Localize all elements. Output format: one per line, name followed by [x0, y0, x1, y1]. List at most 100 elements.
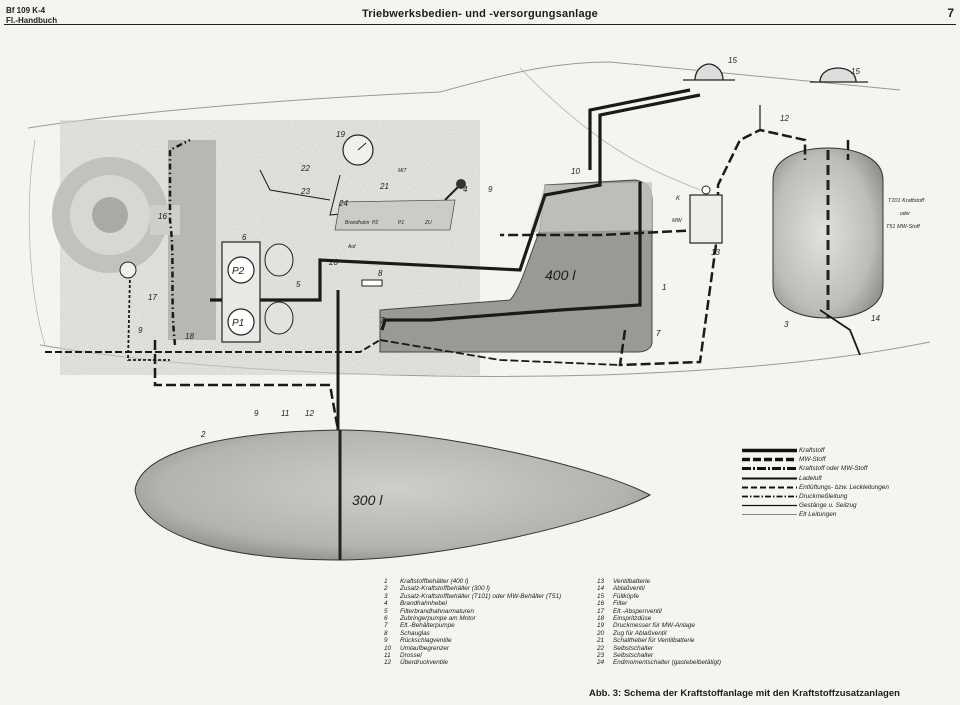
- part-number: 24: [597, 659, 605, 667]
- part-name: Selbstschalter: [613, 644, 654, 652]
- callout-22: 22: [300, 164, 310, 173]
- engine-block: [52, 140, 216, 340]
- part-number: 17: [597, 607, 605, 615]
- callout-13: 13: [711, 248, 720, 257]
- part-number: 5: [384, 607, 388, 615]
- aux-tank-note-mw: T51 MW-Stoff: [886, 224, 920, 230]
- legend-row: Druckmeßleitung: [742, 492, 942, 501]
- part-number: 21: [597, 637, 605, 645]
- part-name: Füllköpfe: [613, 592, 639, 600]
- callout-2: 2: [200, 430, 206, 439]
- callout-4: 4: [463, 185, 468, 194]
- part-number: 14: [597, 585, 605, 593]
- legend-row: Elt Leitungen: [742, 510, 942, 519]
- part-name: Filter: [613, 600, 628, 608]
- part-name: Überdruckventile: [400, 659, 448, 667]
- fuel-lines: [45, 88, 861, 431]
- legend-swatch-thin: [742, 505, 797, 507]
- callout-16: 16: [158, 212, 167, 221]
- callout-9a: 9: [488, 185, 493, 194]
- part-number: 8: [384, 629, 388, 637]
- callout-21: 21: [379, 182, 389, 191]
- callout-23: 23: [300, 187, 310, 196]
- part-name: Zusatz-Kraftstoffbehälter (300 l): [400, 585, 490, 593]
- callout-7a: 7: [656, 329, 661, 338]
- part-number: 3: [384, 592, 388, 600]
- drain-pull-label: Auf: [347, 244, 356, 250]
- figure-caption: Abb. 3: Schema der Kraftstoffanlage mit …: [589, 688, 900, 699]
- pressure-gauge: [119, 134, 374, 279]
- part-number: 2: [384, 585, 388, 593]
- sight-glass: [361, 279, 383, 287]
- filler-heads: [683, 63, 868, 83]
- callout-11: 11: [281, 409, 289, 418]
- legend-row: Kraftstoff oder MW-Stoff: [742, 464, 942, 473]
- legend-row: MW-Stoff: [742, 455, 942, 464]
- legend-swatch-dashdot: [742, 467, 797, 471]
- part-number: 12: [384, 659, 392, 667]
- callout-15b: 15: [851, 67, 860, 76]
- part-name: Rückschlagventile: [400, 637, 452, 645]
- part-name: Schalthebel für Ventilbatterie: [613, 637, 695, 645]
- part-number: 18: [597, 615, 605, 623]
- part-number: 10: [384, 644, 392, 652]
- part-number: 16: [597, 600, 605, 608]
- callout-9c: 9: [254, 409, 259, 418]
- callout-17: 17: [148, 293, 157, 302]
- callout-1: 1: [662, 283, 666, 292]
- part-name: Selbstschalter: [613, 652, 654, 660]
- legend-swatch-medium: [742, 477, 797, 480]
- legend-label: MW-Stoff: [799, 456, 826, 464]
- legend-swatch-thickdash: [742, 458, 797, 462]
- drop-tank-capacity: 300 l: [352, 492, 383, 508]
- callout-7b: 7: [380, 316, 385, 325]
- parts-list-item: 12 Überdruckventile: [384, 659, 561, 666]
- part-name: Zusatz-Kraftstoffbehälter (T101) oder MW…: [400, 592, 562, 600]
- legend-swatch-dash: [742, 486, 797, 489]
- part-name: Zug für Ablaßventil: [613, 629, 667, 637]
- callout-6: 6: [242, 233, 247, 242]
- legend-row: Ladeluft: [742, 474, 942, 483]
- part-number: 9: [384, 637, 388, 645]
- page-number: 7: [947, 6, 954, 20]
- drop-tank: 300 l: [134, 429, 652, 561]
- part-name: Einspritzdüse: [613, 615, 652, 623]
- aux-tank-note-fuel: T101 Kraftstoff: [888, 198, 925, 204]
- lever-position-p1: P1: [398, 220, 404, 226]
- pump-p2-label: P2: [232, 266, 245, 277]
- part-number: 7: [384, 622, 388, 630]
- callout-10: 10: [571, 167, 580, 176]
- legend-swatch-dotdash: [742, 495, 797, 498]
- valve-k-label: K: [676, 196, 681, 202]
- header-aircraft-info: Bf 109 K-4 Fl.-Handbuch: [6, 6, 57, 26]
- legend-label: Druckmeßleitung: [799, 493, 848, 501]
- part-number: 11: [384, 652, 391, 660]
- main-tank-capacity: 400 l: [545, 267, 576, 283]
- part-number: 19: [597, 622, 605, 630]
- callout-18: 18: [185, 332, 194, 341]
- callout-20: 20: [328, 258, 338, 267]
- parts-list-item: 3 Zusatz-Kraftstoffbehälter (T101) oder M…: [384, 593, 561, 600]
- handbook-name: Fl.-Handbuch: [6, 16, 58, 25]
- parts-list-item: 9 Rückschlagventile: [384, 637, 561, 644]
- callout-numbers: 1 2 3 4 5 6 7 7 8 9 9 9 10 11 12 12 13 1…: [138, 56, 880, 439]
- legend-label: Ladeluft: [799, 474, 822, 482]
- part-number: 6: [384, 615, 388, 623]
- part-number: 23: [597, 652, 605, 660]
- parts-list-item: 23 Selbstschalter: [597, 652, 721, 659]
- valve-mw-label: MW: [672, 218, 683, 224]
